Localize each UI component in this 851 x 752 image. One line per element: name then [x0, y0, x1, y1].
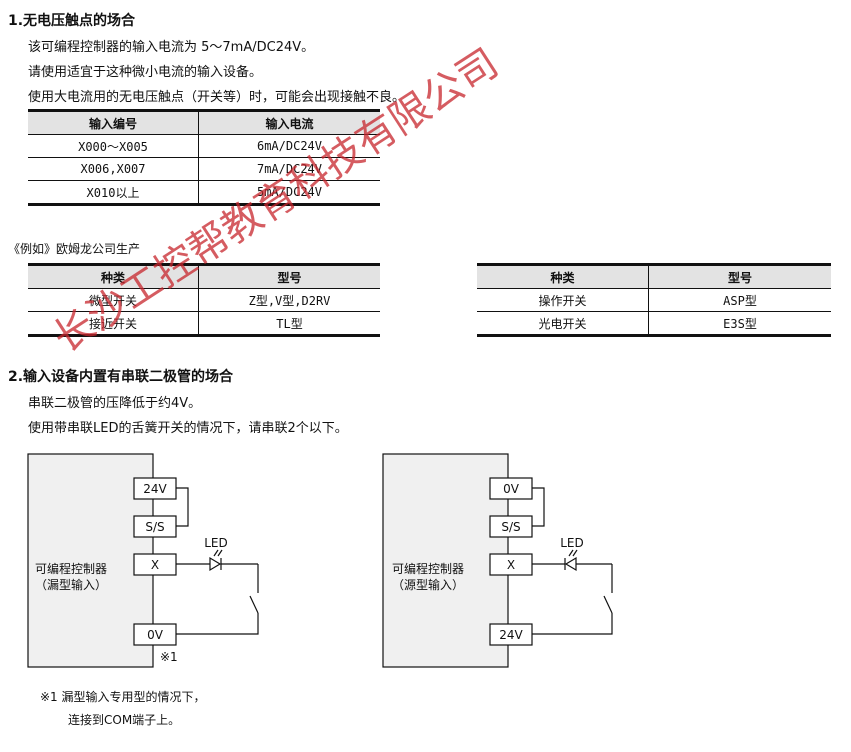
- table-cell: 6mA/DC24V: [198, 134, 380, 158]
- terminal-label: S/S: [145, 520, 164, 534]
- table-row: X010以上 5mA/DC24V: [28, 180, 380, 206]
- table-cell: 光电开关: [477, 311, 649, 337]
- led-ray: [572, 549, 578, 557]
- plc-label-line1: 可编程控制器: [392, 561, 464, 576]
- terminal-label: 0V: [503, 482, 520, 496]
- table-row: X000～X005 6mA/DC24V: [28, 134, 380, 158]
- plc-body: [382, 453, 509, 668]
- diagram-right-labels: 0V S/S X 24V LED 可编程控制器 （源型输入）: [392, 482, 584, 642]
- wire: [532, 613, 613, 635]
- header-kind: 种类: [28, 263, 199, 289]
- omron-table-left: 种类 型号 微型开关 Z型,V型,D2RV 接近开关 TL型: [28, 263, 380, 337]
- footnote-line-2: 连接到COM端子上。: [68, 713, 181, 727]
- plc-label-line1: 可编程控制器: [35, 561, 107, 576]
- led-ray: [568, 549, 574, 557]
- table-header-row: 输入编号 输入电流: [28, 109, 380, 135]
- plc-label-line2: （源型输入）: [392, 577, 464, 592]
- header-model: 型号: [198, 263, 380, 289]
- terminal-label: S/S: [501, 520, 520, 534]
- section2-title: 2.输入设备内置有串联二极管的场合: [8, 369, 234, 385]
- diagram-left-labels: 24V S/S X 0V LED 可编程控制器 （漏型输入） ※1: [35, 482, 228, 664]
- switch-contact-icon: [249, 595, 259, 614]
- header-model: 型号: [648, 263, 831, 289]
- header-kind: 种类: [477, 263, 649, 289]
- led-diode-icon: [564, 556, 577, 572]
- table-cell: 接近开关: [28, 311, 199, 337]
- section1-line-2: 请使用适宜于这种微小电流的输入设备。: [28, 65, 263, 80]
- led-ray: [213, 549, 219, 557]
- jumper-wire: [176, 487, 189, 527]
- table-cell: 微型开关: [28, 288, 199, 312]
- header-input-current: 输入电流: [198, 109, 380, 135]
- plc-body: [27, 453, 154, 668]
- table-row: 微型开关 Z型,V型,D2RV: [28, 288, 380, 312]
- table-row: 操作开关 ASP型: [477, 288, 831, 312]
- section1-line-1: 该可编程控制器的输入电流为 5～7mA/DC24V。: [28, 40, 315, 55]
- omron-table-right: 种类 型号 操作开关 ASP型 光电开关 E3S型: [477, 263, 831, 337]
- table-header-row: 种类 型号: [477, 263, 831, 289]
- terminal-label: X: [151, 558, 159, 572]
- table-row: 光电开关 E3S型: [477, 311, 831, 337]
- table-row: X006,X007 7mA/DC24V: [28, 157, 380, 181]
- led-label: LED: [560, 536, 584, 550]
- section1-title: 1.无电压触点的场合: [8, 13, 136, 29]
- table-cell: E3S型: [648, 311, 831, 337]
- table-cell: TL型: [198, 311, 380, 337]
- table-cell: 操作开关: [477, 288, 649, 312]
- led-diode-icon: [209, 556, 222, 572]
- footnote-line-1: ※1 漏型输入专用型的情况下，: [40, 690, 206, 704]
- header-input-number: 输入编号: [28, 109, 199, 135]
- example-label: 《例如》欧姆龙公司生产: [8, 242, 141, 256]
- wire: [176, 613, 259, 635]
- wiring-diagrams: 24V S/S X 0V LED 可编程控制器 （漏型输入） ※1 0V S/S…: [27, 453, 613, 668]
- table-cell: X000～X005: [28, 134, 199, 158]
- table-header-row: 种类 型号: [28, 263, 380, 289]
- footnote-mark: ※1: [160, 650, 178, 664]
- table-cell: 5mA/DC24V: [198, 180, 380, 206]
- terminal-label: 0V: [147, 628, 164, 642]
- table-cell: 7mA/DC24V: [198, 157, 380, 181]
- switch-contact-icon: [603, 595, 613, 614]
- section2-line-2: 使用带串联LED的舌簧开关的情况下，请串联2个以下。: [28, 421, 348, 436]
- table-cell: X006,X007: [28, 157, 199, 181]
- section1-line-3: 使用大电流用的无电压触点（开关等）时，可能会出现接触不良。: [28, 90, 406, 105]
- plc-label-line2: （漏型输入）: [35, 577, 107, 592]
- jumper-wire: [532, 487, 545, 527]
- section2-line-1: 串联二极管的压降低于约4V。: [28, 396, 202, 411]
- led-label: LED: [204, 536, 228, 550]
- terminal-label: X: [507, 558, 515, 572]
- diagram-left: [27, 453, 259, 668]
- input-current-table: 输入编号 输入电流 X000～X005 6mA/DC24V X006,X007 …: [28, 109, 380, 206]
- terminal-label: 24V: [499, 628, 523, 642]
- table-row: 接近开关 TL型: [28, 311, 380, 337]
- table-cell: ASP型: [648, 288, 831, 312]
- led-ray: [217, 549, 223, 557]
- table-cell: Z型,V型,D2RV: [198, 288, 380, 312]
- table-cell: X010以上: [28, 180, 199, 206]
- diagram-right: [382, 453, 613, 668]
- terminal-label: 24V: [143, 482, 167, 496]
